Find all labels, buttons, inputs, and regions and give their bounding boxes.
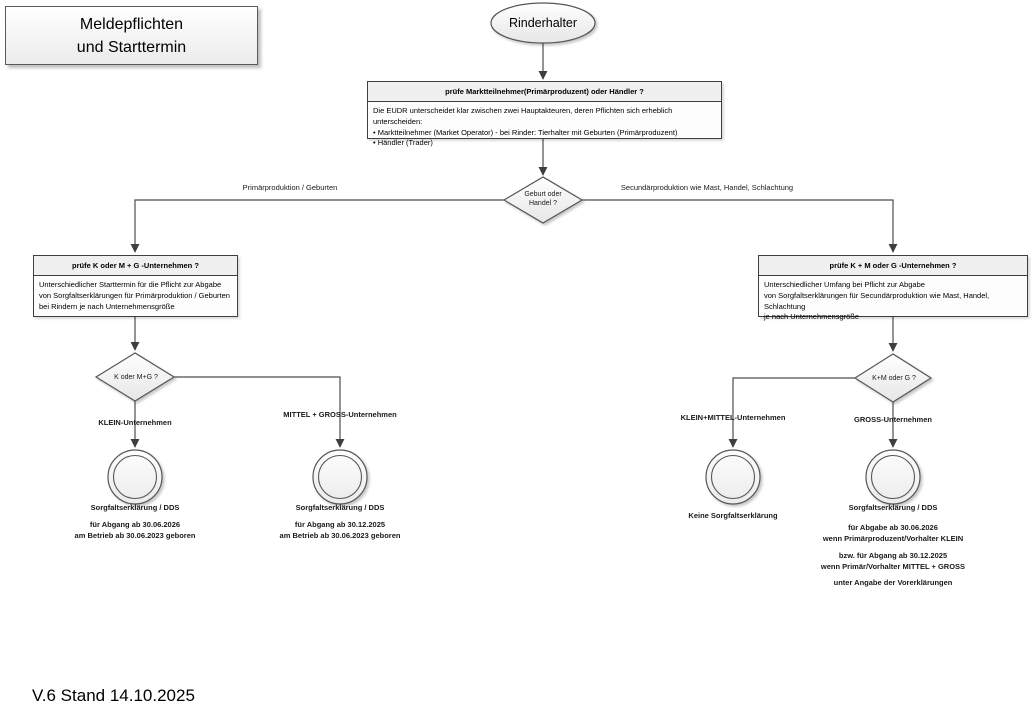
right-gateway-diamond xyxy=(853,353,933,403)
left-gateway-diamond xyxy=(94,352,176,402)
connector-gateway-to-left-box xyxy=(130,199,504,253)
check-box-header: prüfe Marktteilnehmer(Primärproduzent) o… xyxy=(368,82,721,102)
right-gateway-label: K+M oder G ? xyxy=(872,375,916,382)
left-box-header: prüfe K oder M + G -Unternehmen ? xyxy=(34,256,237,276)
end-node-kleinmittel xyxy=(705,449,761,505)
result-kleinmittel-title: Keine Sorgfaltserklärung xyxy=(688,511,778,520)
main-gateway-diamond xyxy=(502,176,584,224)
diagram-title-box: Meldepflichten und Starttermin xyxy=(5,6,258,65)
check-box-body-line2: • Marktteilnehmer (Market Operator) - be… xyxy=(373,127,678,137)
left-gateway-label: K oder M+G ? xyxy=(114,374,158,381)
result-gross-details1: für Abgabe ab 30.06.2026 wenn Primärprod… xyxy=(823,523,963,544)
result-gross-detail1-line1: für Abgabe ab 30.06.2026 xyxy=(848,523,938,532)
result-klein-detail-line1: für Abgang ab 30.06.2026 xyxy=(89,520,181,529)
result-klein-detail-line2: am Betrieb ab 30.06.2023 geboren xyxy=(74,530,196,540)
left-box-body: Unterschiedlicher Starttermin für die Pf… xyxy=(34,276,237,312)
left-box-body-line2: von Sorgfaltserklärungen für Primärprodu… xyxy=(39,290,230,300)
label-klein-mittel-unternehmen: KLEIN+MITTEL-Unternehmen xyxy=(680,413,786,422)
result-mittelgross-details: für Abgang ab 30.12.2025 am Betrieb ab 3… xyxy=(280,520,401,541)
connector-gateway-to-right-box xyxy=(582,199,898,253)
right-check-size-box: prüfe K + M oder G -Unternehmen ? Unters… xyxy=(758,255,1028,321)
connector-right-gateway-to-kleinmittel xyxy=(728,377,855,448)
result-klein-title: Sorgfaltserklärung / DDS xyxy=(90,503,180,512)
result-klein-details: für Abgang ab 30.06.2026 am Betrieb ab 3… xyxy=(75,520,196,541)
label-mittel-gross-unternehmen: MITTEL + GROSS-Unternehmen xyxy=(283,410,397,419)
result-gross-detail2-line1: bzw. für Abgang ab 30.12.2025 xyxy=(838,551,948,560)
left-box-body-line3: bei Rindern je nach Unternehmensgröße xyxy=(39,301,175,311)
right-box-body: Unterschiedlicher Umfang bei Pflicht zur… xyxy=(759,276,1027,323)
label-gross-unternehmen: GROSS-Unternehmen xyxy=(854,415,932,424)
right-box-body-line2: von Sorgfaltserklärungen für Secundärpro… xyxy=(764,290,990,311)
left-box-body-line1: Unterschiedlicher Starttermin für die Pf… xyxy=(39,280,222,289)
result-gross-title: Sorgfaltserklärung / DDS xyxy=(848,503,938,512)
start-node-ellipse xyxy=(490,2,596,44)
end-node-gross xyxy=(865,449,921,505)
check-operator-trader-box: prüfe Marktteilnehmer(Primärproduzent) o… xyxy=(367,81,722,147)
left-check-size-box: prüfe K oder M + G -Unternehmen ? Unters… xyxy=(33,255,238,317)
start-node-label: Rinderhalter xyxy=(508,16,578,30)
version-stamp: V.6 Stand 14.10.2025 xyxy=(32,686,195,705)
end-node-mittelgross xyxy=(312,449,368,505)
result-mittelgross-title: Sorgfaltserklärung / DDS xyxy=(295,503,385,512)
result-mittelgross-detail-line1: für Abgang ab 30.12.2025 xyxy=(294,520,386,529)
result-mittelgross-detail-line2: am Betrieb ab 30.06.2023 geboren xyxy=(279,530,401,540)
diagram-title-line2: und Starttermin xyxy=(76,38,187,56)
right-box-body-line1: Unterschiedlicher Umfang bei Pflicht zur… xyxy=(764,280,925,289)
right-box-header: prüfe K + M oder G -Unternehmen ? xyxy=(759,256,1027,276)
branch-label-secondary: Secundärproduktion wie Mast, Handel, Sch… xyxy=(620,183,794,192)
result-gross-detail2-line2: wenn Primär/Vorhalter MITTEL + GROSS xyxy=(820,561,966,571)
check-box-body-line1: Die EUDR unterscheidet klar zwischen zwe… xyxy=(373,106,673,126)
check-box-body: Die EUDR unterscheidet klar zwischen zwe… xyxy=(368,102,721,149)
main-gateway-label-line2: Handel ? xyxy=(528,200,558,207)
diagram-title-line1: Meldepflichten xyxy=(79,15,184,33)
connector-left-gateway-to-mittelgross xyxy=(174,376,345,448)
main-gateway-label: Geburt oder Handel ? xyxy=(524,190,561,208)
right-box-body-line3: je nach Unternehmensgröße xyxy=(764,312,860,322)
end-node-klein xyxy=(107,449,163,505)
label-klein-unternehmen: KLEIN-Unternehmen xyxy=(98,418,172,427)
result-gross-detail1-line2: wenn Primärproduzent/Vorhalter KLEIN xyxy=(822,533,964,543)
check-box-body-line3: • Händler (Trader) xyxy=(373,138,433,148)
result-gross-details3: unter Angabe der Vorerklärungen xyxy=(833,578,953,587)
result-gross-details2: bzw. für Abgang ab 30.12.2025 wenn Primä… xyxy=(821,551,965,572)
branch-label-primary: Primärproduktion / Geburten xyxy=(242,183,338,192)
main-gateway-label-line1: Geburt oder xyxy=(524,191,562,198)
